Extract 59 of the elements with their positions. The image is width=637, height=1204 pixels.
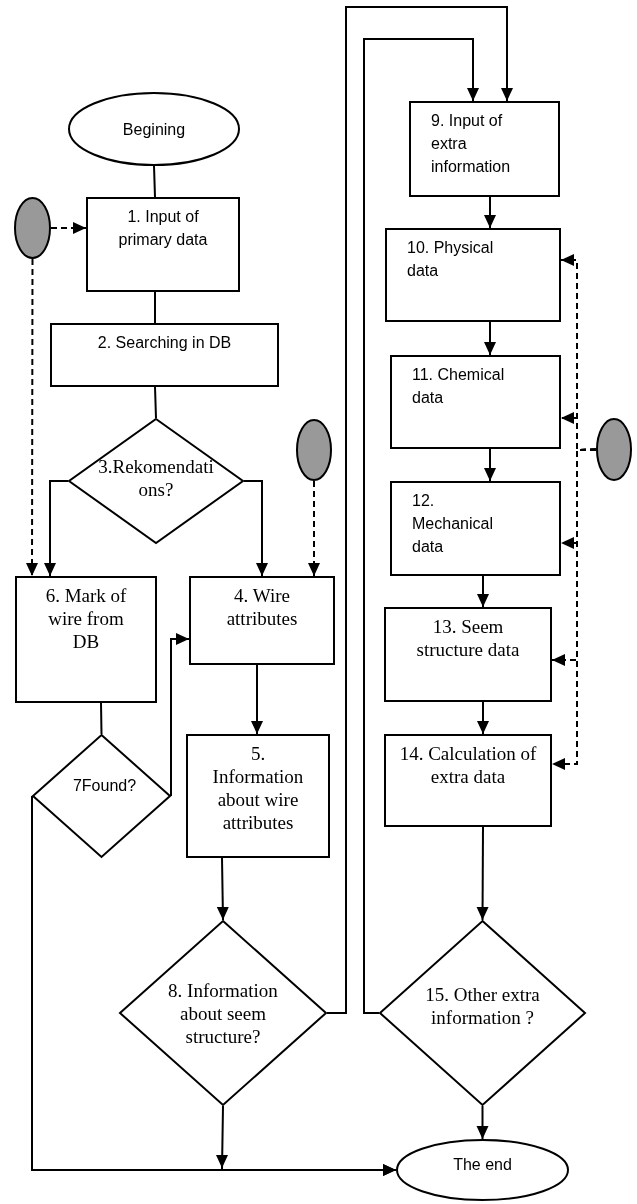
process-box (409, 101, 560, 197)
node-label: 14. Calculation of extra data (398, 742, 538, 788)
decision-diamond (119, 920, 327, 1106)
process-box (390, 481, 561, 576)
arrow (484, 321, 496, 356)
arrow (363, 38, 479, 1014)
arrow (216, 1105, 397, 1176)
process-box (385, 228, 561, 322)
arrow (326, 6, 513, 1014)
process-box (15, 576, 157, 703)
connector-line (154, 291, 156, 324)
terminal-ellipse (396, 1139, 569, 1201)
arrow (477, 701, 489, 735)
dashed-arrow (308, 480, 320, 577)
arrow (477, 575, 489, 608)
dashed-arrow (551, 448, 597, 770)
decision-diamond (32, 734, 171, 858)
node-label: 13. Seem structure data (415, 615, 521, 661)
arrow (216, 857, 229, 921)
node-label: 1. Input of primary data (118, 207, 208, 250)
dashed-arrow (50, 222, 87, 234)
node-label: 4. Wire attributes (225, 584, 299, 630)
arrow (44, 480, 69, 577)
connector-line (154, 386, 157, 419)
arrow (476, 1105, 489, 1140)
node-label: Begining (121, 119, 187, 140)
connector-ellipse (596, 418, 632, 481)
arrow (251, 664, 263, 735)
node-label: 6. Mark of wire from DB (44, 584, 128, 653)
process-box (384, 607, 552, 702)
node-label: 12. Mechanical data (412, 491, 494, 557)
node-label: 8. Information about seem structure? (167, 978, 279, 1048)
decision-diamond (379, 920, 586, 1106)
arrow (484, 448, 496, 482)
dashed-arrow (26, 258, 38, 577)
process-box (186, 734, 330, 858)
process-box (189, 576, 335, 665)
connector-line (100, 702, 103, 735)
process-box (384, 734, 552, 827)
arrow (243, 480, 268, 577)
node-label: 7Found? (71, 775, 138, 796)
connector-line (153, 165, 156, 198)
process-box (390, 355, 561, 449)
decision-diamond (68, 418, 244, 544)
node-label: 5. Information about wire attributes (211, 742, 305, 834)
node-label: 11. Chemical data (412, 365, 506, 408)
terminal-ellipse (68, 92, 240, 166)
node-label: 3.Rekomendati ons? (97, 455, 215, 501)
arrow (476, 826, 489, 921)
node-label: 2. Searching in DB (96, 333, 233, 353)
node-label: 10. Physical data (407, 238, 495, 281)
connector-ellipse (296, 419, 332, 481)
node-label: 15. Other extra information ? (424, 983, 541, 1029)
connector-ellipse (14, 197, 51, 259)
arrow (484, 196, 496, 229)
process-box (86, 197, 240, 292)
node-label: The end (452, 1154, 513, 1175)
process-box (50, 323, 279, 387)
node-label: 9. Input of extra information (431, 111, 512, 177)
